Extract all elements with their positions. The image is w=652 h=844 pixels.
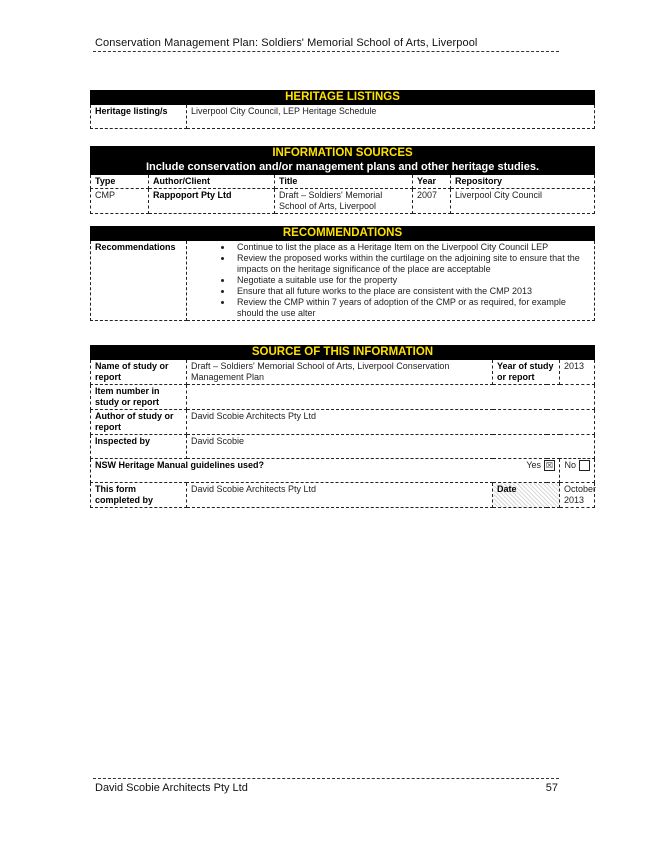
yes-check-mark: ☒: [545, 461, 554, 471]
page-header: Conservation Management Plan: Soldiers' …: [95, 37, 478, 49]
recommendations-list-cell: Continue to list the place as a Heritage…: [186, 240, 595, 321]
page-footer: David Scobie Architects Pty Ltd: [95, 782, 248, 794]
completed-by-value: David Scobie Architects Pty Ltd: [186, 482, 493, 508]
recommendations-label: Recommendations: [90, 240, 187, 321]
heritage-listing-value: Liverpool City Council, LEP Heritage Sch…: [186, 104, 595, 129]
table-row: CMP Rappoport Pty Ltd Draft – Soldiers' …: [90, 188, 595, 214]
list-item: Review the proposed works within the cur…: [233, 253, 590, 275]
source-information-table: SOURCE OF THIS INFORMATION Name of study…: [90, 345, 596, 508]
inspected-by-label: Inspected by: [90, 434, 187, 459]
author-label: Author of study or report: [90, 409, 187, 435]
study-year-value: 2013: [559, 359, 595, 385]
heritage-listings-table: HERITAGE LISTINGS Heritage listing/s Liv…: [90, 90, 595, 129]
heritage-listing-label: Heritage listing/s: [90, 104, 187, 129]
col-header-title: Title: [274, 174, 413, 189]
col-header-repository: Repository: [450, 174, 595, 189]
source-author: Rappoport Pty Ltd: [148, 188, 275, 214]
source-type: CMP: [90, 188, 149, 214]
list-item: Ensure that all future works to the plac…: [233, 286, 590, 297]
nsw-no-cell: No: [559, 458, 595, 483]
item-number-label: Item number in study or report: [90, 384, 187, 410]
completed-by-label: This form completed by: [90, 482, 187, 508]
item-number-value: [186, 384, 595, 410]
yes-checkbox[interactable]: ☒: [544, 460, 555, 472]
heritage-listings-title: HERITAGE LISTINGS: [90, 90, 595, 105]
study-year-label: Year of study or report: [492, 359, 560, 385]
nsw-yes-cell: Yes ☒: [492, 458, 560, 483]
col-header-year: Year: [412, 174, 451, 189]
footer-rule: [93, 778, 559, 779]
date-value: October 2013: [559, 482, 596, 508]
list-item: Continue to list the place as a Heritage…: [233, 242, 590, 253]
page-number: 57: [545, 782, 558, 794]
header-rule: [93, 51, 559, 52]
col-header-author: Author/Client: [148, 174, 275, 189]
information-sources-title: INFORMATION SOURCES: [90, 146, 595, 161]
study-name-value: Draft – Soldiers' Memorial School of Art…: [186, 359, 493, 385]
recommendations-table: RECOMMENDATIONS Recommendations Continue…: [90, 226, 595, 321]
no-checkbox[interactable]: [579, 460, 590, 472]
source-information-title: SOURCE OF THIS INFORMATION: [90, 345, 595, 360]
nsw-yes-label: Yes: [526, 460, 541, 470]
source-year: 2007: [412, 188, 451, 214]
recommendations-list: Continue to list the place as a Heritage…: [191, 242, 590, 319]
information-sources-table: INFORMATION SOURCES Include conservation…: [90, 146, 595, 214]
list-item: Review the CMP within 7 years of adoptio…: [233, 297, 590, 319]
source-repository: Liverpool City Council: [450, 188, 595, 214]
date-label: Date: [492, 482, 560, 508]
study-name-label: Name of study or report: [90, 359, 187, 385]
author-value: David Scobie Architects Pty Ltd: [186, 409, 595, 435]
nsw-no-label: No: [564, 460, 576, 470]
nsw-guidelines-label: NSW Heritage Manual guidelines used?: [90, 458, 493, 483]
inspected-by-value: David Scobie: [186, 434, 595, 459]
list-item: Negotiate a suitable use for the propert…: [233, 275, 590, 286]
recommendations-title: RECOMMENDATIONS: [90, 226, 595, 241]
source-title: Draft – Soldiers' Memorial School of Art…: [274, 188, 413, 214]
col-header-type: Type: [90, 174, 149, 189]
information-sources-subtitle: Include conservation and/or management p…: [90, 160, 595, 175]
